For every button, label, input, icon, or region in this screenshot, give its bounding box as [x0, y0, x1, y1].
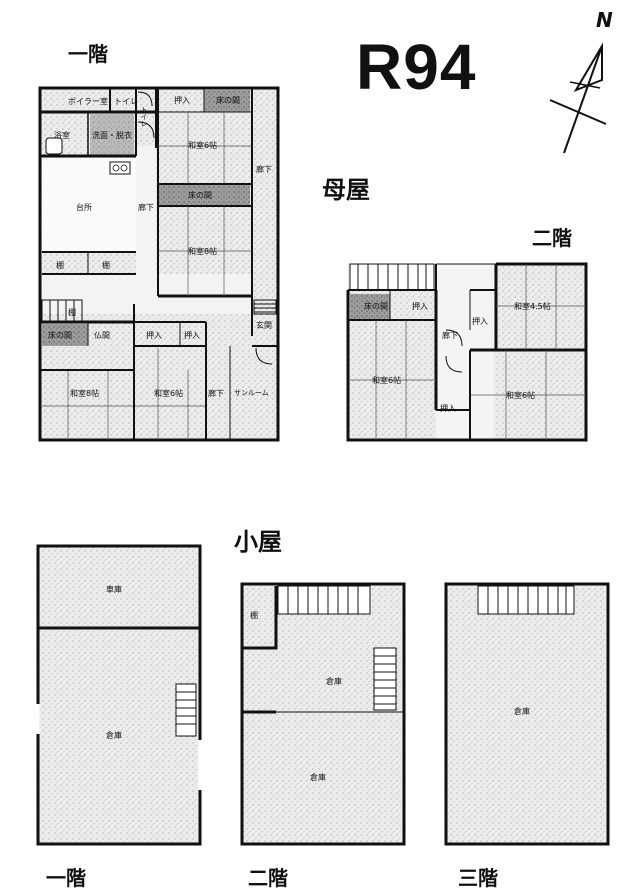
- north-label: N: [596, 8, 613, 32]
- main-house-title: 母屋: [322, 176, 370, 204]
- shed-floor3-heading: 三階: [458, 866, 498, 890]
- room-shelf-3: 棚: [68, 308, 76, 317]
- room-tokonoma-bl: 床の間: [48, 331, 72, 340]
- room2-closet-1: 押入: [412, 302, 428, 311]
- shed-floor2-heading: 二階: [248, 866, 288, 890]
- room2-washitsu-45: 和室4.5帖: [514, 302, 551, 311]
- shed2-storage-2: 倉庫: [310, 773, 326, 782]
- room-washitsu-2: 和室8帖: [188, 247, 218, 256]
- room-butsuma: 仏間: [94, 331, 110, 340]
- shed-floor1-plan: 車庫 倉庫: [36, 544, 202, 846]
- room-corridor-right: 廊下: [256, 165, 272, 174]
- room-washitsu-4: 和室6帖: [154, 389, 184, 398]
- room-tokonoma-top: 床の間: [216, 96, 240, 105]
- room-kitchen: 台所: [76, 203, 92, 212]
- north-arrow: N: [540, 8, 630, 158]
- main-floor2-heading: 二階: [532, 226, 572, 250]
- main-floor2-plan: 床の間 押入 押入 和室4.5帖 廊下 和室6帖 和室6帖 押入: [346, 260, 590, 444]
- room-boiler: ボイラー室: [68, 97, 108, 106]
- room-toilet-2: トイレ: [140, 106, 148, 127]
- room-corridor-bottom: 廊下: [208, 389, 224, 398]
- room-closet-b1: 押入: [146, 331, 162, 340]
- room-closet-top: 押入: [174, 96, 190, 105]
- room-toilet: トイレ: [114, 97, 138, 106]
- room2-washitsu-6b: 和室6帖: [506, 391, 536, 400]
- room2-closet-3: 押入: [440, 404, 456, 413]
- room-closet-b2: 押入: [184, 331, 200, 340]
- room-corridor-left: 廊下: [138, 203, 154, 212]
- room2-washitsu-6a: 和室6帖: [372, 376, 402, 385]
- main-floor1-plan: ボイラー室 トイレ トイレ 浴室 洗面・脱衣 台所 棚 棚 棚 押入 床の間 和…: [38, 86, 280, 442]
- shed2-storage-1: 倉庫: [326, 677, 342, 686]
- room2-corridor: 廊下: [442, 331, 458, 340]
- room-wash: 洗面・脱衣: [92, 131, 132, 140]
- room-sunroom: サンルーム: [234, 389, 269, 397]
- property-code: R94: [356, 31, 477, 103]
- room2-closet-2: 押入: [472, 317, 488, 326]
- room-genkan: 玄関: [256, 321, 272, 330]
- room-tokonoma-mid: 床の間: [188, 191, 212, 200]
- shed-floor1-heading: 一階: [46, 866, 86, 890]
- room-washitsu-1: 和室6帖: [188, 141, 218, 150]
- room-shelf-1: 棚: [56, 261, 64, 270]
- main-floor1-heading: 一階: [68, 42, 108, 66]
- shed-floor3-plan: 倉庫: [444, 582, 610, 846]
- shed-floor2-plan: 棚 倉庫 倉庫: [240, 582, 406, 846]
- room-shelf-2: 棚: [102, 261, 110, 270]
- compass-icon: [549, 42, 607, 154]
- room2-tokonoma: 床の間: [364, 302, 388, 311]
- shed2-shelf: 棚: [250, 611, 258, 620]
- shed-title: 小屋: [234, 528, 282, 556]
- shed1-storage: 倉庫: [106, 731, 122, 740]
- shed1-garage: 車庫: [106, 585, 122, 594]
- room-washitsu-3: 和室8帖: [70, 389, 100, 398]
- room-bath: 浴室: [54, 131, 70, 140]
- shed3-storage: 倉庫: [514, 707, 530, 716]
